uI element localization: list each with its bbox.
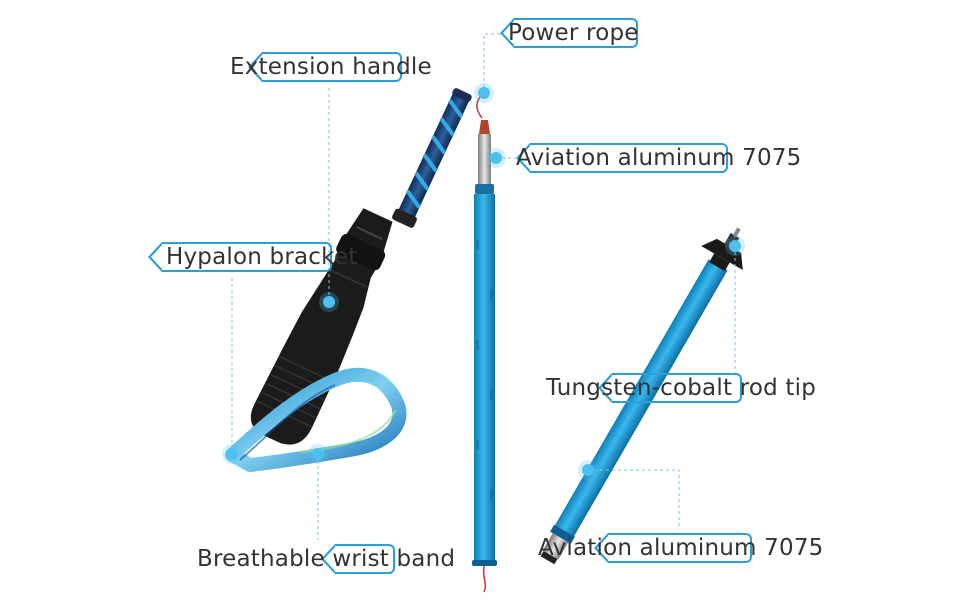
wrist-band-label: Breathable wrist band bbox=[197, 546, 456, 572]
aviation-aluminum-bottom-label: Aviation aluminum 7075 bbox=[538, 535, 824, 561]
aviation-aluminum-top-label: Aviation aluminum 7075 bbox=[516, 145, 802, 171]
extension-handle-label: Extension handle bbox=[230, 54, 432, 80]
upper-shaft bbox=[392, 88, 472, 228]
power-rope-label: Power rope bbox=[508, 20, 639, 46]
wrist-strap bbox=[225, 367, 407, 472]
left-pole-section bbox=[225, 88, 472, 472]
tungsten-tip-label: Tungsten-cobalt rod tip bbox=[546, 375, 817, 401]
leader-lines bbox=[231, 33, 736, 540]
foam-handle bbox=[250, 208, 393, 445]
middle-pole-section bbox=[472, 91, 497, 593]
callout-dots bbox=[222, 83, 745, 480]
hypalon-bracket-label: Hypalon bracket bbox=[166, 244, 358, 270]
